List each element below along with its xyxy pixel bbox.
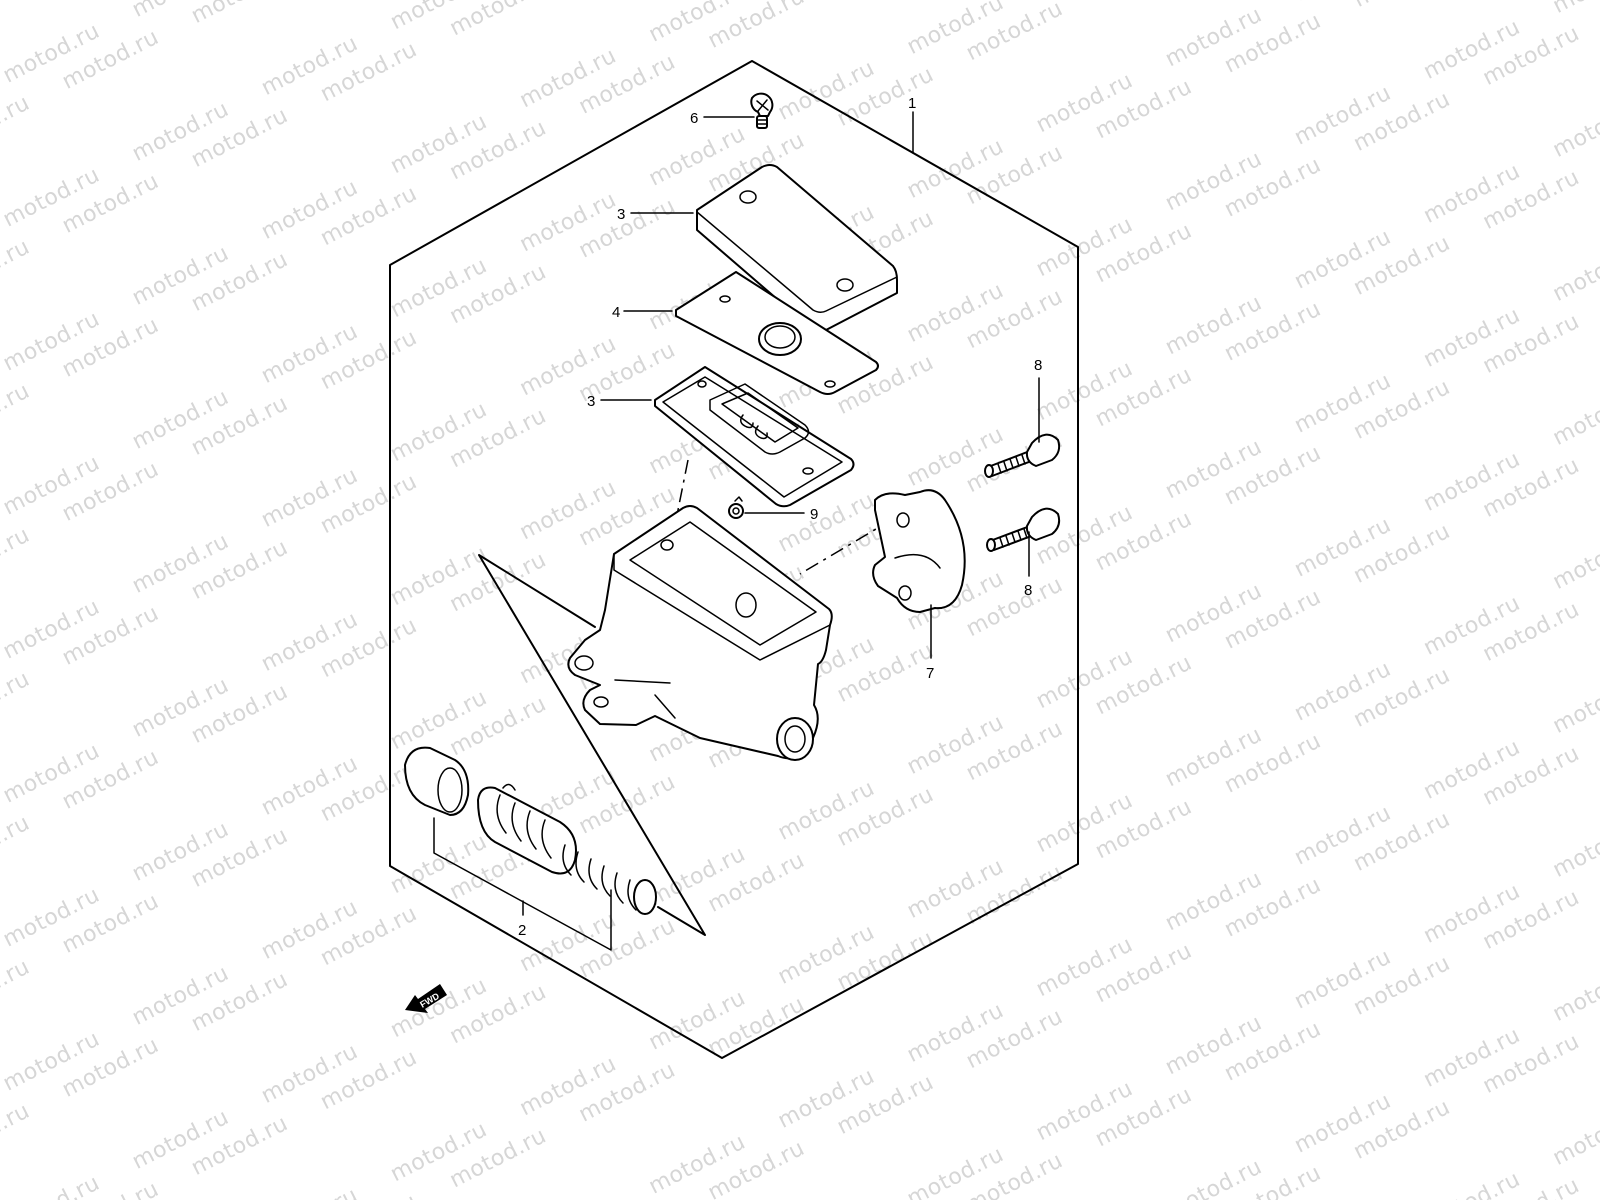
assembly-outline (389, 60, 1079, 1059)
diaphragm-plate[interactable] (654, 366, 855, 508)
callout-7[interactable]: 7 (926, 665, 934, 682)
callout-9[interactable]: 9 (810, 506, 818, 523)
holder-clamp[interactable] (872, 489, 966, 613)
piston-bore-indicator (478, 554, 706, 936)
cap-screw[interactable] (750, 92, 774, 129)
callout-4[interactable]: 4 (612, 304, 620, 321)
callout-2[interactable]: 2 (518, 922, 526, 939)
alignment-line-clamp (799, 518, 894, 575)
holder-bolt-lower[interactable] (986, 507, 1061, 552)
fwd-direction-badge: FWD (405, 984, 447, 1013)
callout-6[interactable]: 6 (690, 110, 698, 127)
callout-8-lower[interactable]: 8 (1024, 582, 1032, 599)
pivot-nut[interactable] (728, 496, 744, 519)
callout-5[interactable]: 3 (617, 206, 625, 223)
piston-and-spring-set[interactable] (404, 746, 657, 915)
diaphragm[interactable] (675, 271, 879, 395)
callout-1[interactable]: 1 (908, 95, 916, 112)
master-cylinder-body[interactable] (567, 505, 833, 761)
callout-8-upper[interactable]: 8 (1034, 357, 1042, 374)
callout-3-label[interactable]: 3 (587, 393, 595, 410)
holder-bolt-upper[interactable] (984, 433, 1061, 478)
